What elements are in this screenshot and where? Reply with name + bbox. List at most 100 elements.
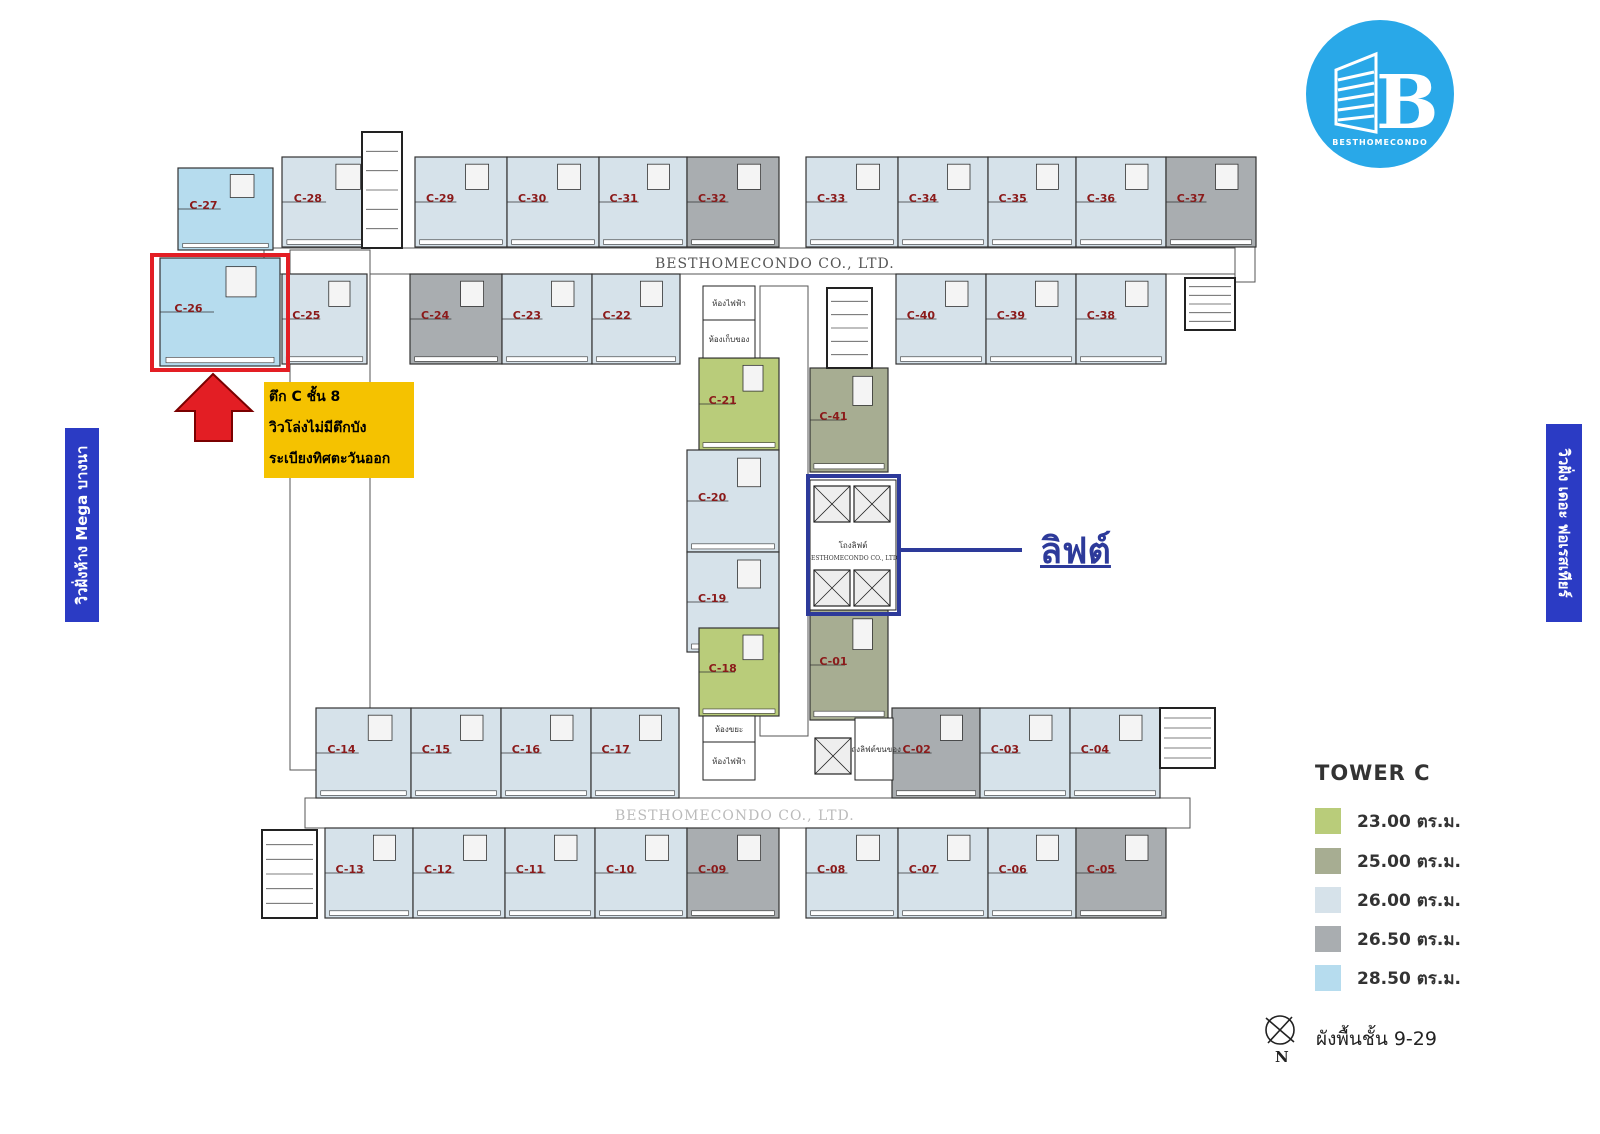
unit-c-14: C-14 <box>315 707 412 799</box>
balcony <box>810 239 894 245</box>
room-label: ห้องไฟฟ้า <box>712 757 746 766</box>
room-label: โถงลิฟต์ขนของ <box>847 744 901 754</box>
unit-label: C-08 <box>817 863 845 876</box>
bathroom <box>856 163 880 190</box>
bathroom <box>852 375 873 406</box>
unit-label: C-07 <box>909 863 937 876</box>
unit-label: C-16 <box>512 743 541 756</box>
unit-label: C-19 <box>698 592 726 605</box>
room-storage: ห้องเก็บของ <box>702 319 756 359</box>
bathroom <box>460 714 484 741</box>
bathroom <box>742 364 764 392</box>
unit-c-18: C-18 <box>698 627 780 717</box>
unit-c-05: C-05 <box>1075 827 1167 919</box>
bathroom <box>225 266 257 298</box>
bathroom <box>367 714 393 741</box>
legend-label: 25.00 ตร.ม. <box>1357 851 1461 872</box>
unit-c-12: C-12 <box>412 827 506 919</box>
unit-label: C-24 <box>421 309 450 322</box>
unit-room <box>805 827 899 919</box>
unit-label: C-35 <box>999 192 1027 205</box>
lift-watermark: BESTHOMECONDO CO., LTD. <box>807 555 900 562</box>
balcony <box>902 910 984 916</box>
red-arrow-icon <box>173 372 255 442</box>
callout-box: ตึก C ชั้น 8 วิวโล่งไม่มีตึกบัง ระเบียงท… <box>264 382 414 478</box>
unit-label: C-32 <box>698 192 726 205</box>
stair-icon <box>1184 277 1236 331</box>
balcony <box>595 790 675 796</box>
balcony <box>896 790 976 796</box>
unit-c-31: C-31 <box>598 156 688 248</box>
bathroom <box>1036 163 1059 190</box>
unit-c-30: C-30 <box>506 156 600 248</box>
room-service_lift: โถงลิฟต์ขนของ <box>847 717 901 781</box>
balcony <box>992 239 1072 245</box>
legend-item: 26.00 ตร.ม. <box>1315 887 1461 913</box>
callout-line: ระเบียงทิศตะวันออก <box>269 451 391 467</box>
unit-c-23: C-23 <box>501 273 593 365</box>
unit-c-01: C-01 <box>809 609 889 721</box>
unit-label: C-41 <box>819 410 847 423</box>
legend-label: 23.00 ตร.ม. <box>1357 811 1461 832</box>
legend-swatch <box>1315 965 1341 991</box>
legend-label: 26.50 ตร.ม. <box>1357 929 1461 950</box>
balcony <box>1080 910 1162 916</box>
unit-c-27: C-27 <box>177 167 274 251</box>
unit-label: C-20 <box>698 491 727 504</box>
balcony <box>603 239 683 245</box>
unit-label: C-10 <box>606 863 635 876</box>
service-cores: ห้องไฟฟ้าห้องเก็บของห้องขยะห้องไฟฟ้าโถงล… <box>261 131 1236 919</box>
unit-c-21: C-21 <box>698 357 780 451</box>
callout-line: วิวโล่งไม่มีตึกบัง <box>269 420 367 436</box>
unit-c-06: C-06 <box>987 827 1077 919</box>
lift-frame <box>806 474 901 616</box>
unit-c-37: C-37 <box>1165 156 1257 248</box>
unit-label: C-31 <box>610 192 638 205</box>
bathroom <box>372 834 396 861</box>
balcony <box>1080 239 1162 245</box>
unit-c-04: C-04 <box>1069 707 1161 799</box>
unit-label: C-40 <box>907 309 936 322</box>
unit-c-34: C-34 <box>897 156 989 248</box>
bathroom <box>229 174 255 198</box>
unit-c-13: C-13 <box>324 827 414 919</box>
unit-label: C-33 <box>817 192 845 205</box>
legend-swatch <box>1315 887 1341 913</box>
balcony <box>165 357 275 364</box>
balcony <box>329 910 409 916</box>
unit-c-11: C-11 <box>504 827 596 919</box>
balcony <box>810 910 894 916</box>
bathroom <box>1035 280 1059 307</box>
unit-label: C-37 <box>1177 192 1205 205</box>
balcony <box>505 790 587 796</box>
company-logo: B BESTHOMECONDO <box>1306 20 1454 168</box>
unit-c-10: C-10 <box>594 827 688 919</box>
unit-label: C-36 <box>1087 192 1116 205</box>
unit-c-03: C-03 <box>979 707 1071 799</box>
legend-item: 23.00 ตร.ม. <box>1315 808 1461 834</box>
unit-label: C-14 <box>327 743 356 756</box>
bathroom <box>640 280 663 307</box>
room-elec_1: ห้องไฟฟ้า <box>702 285 756 321</box>
unit-c-24: C-24 <box>409 273 503 365</box>
unit-c-26: C-26 <box>159 257 281 367</box>
bathroom <box>737 163 761 190</box>
balcony <box>813 463 885 470</box>
callout-line: ตึก C ชั้น 8 <box>269 389 341 405</box>
unit-c-41: C-41 <box>809 367 889 473</box>
unit-label: C-30 <box>518 192 547 205</box>
left-view-banner: วิวฝั่งห้าง Mega บางนา <box>65 428 99 622</box>
bathroom <box>647 163 670 190</box>
bathroom <box>856 834 880 861</box>
balcony <box>415 790 497 796</box>
legend-swatch <box>1315 808 1341 834</box>
right-view-banner: วิวฝั่ง เดอะ ฟอเรสเทียร์ <box>1546 424 1582 622</box>
unit-label: C-21 <box>709 394 737 407</box>
unit-label: C-26 <box>174 302 203 315</box>
logo-letter: B <box>1376 60 1439 146</box>
unit-c-29: C-29 <box>414 156 508 248</box>
balcony <box>506 356 588 362</box>
unit-label: C-12 <box>424 863 452 876</box>
balcony <box>813 710 885 718</box>
